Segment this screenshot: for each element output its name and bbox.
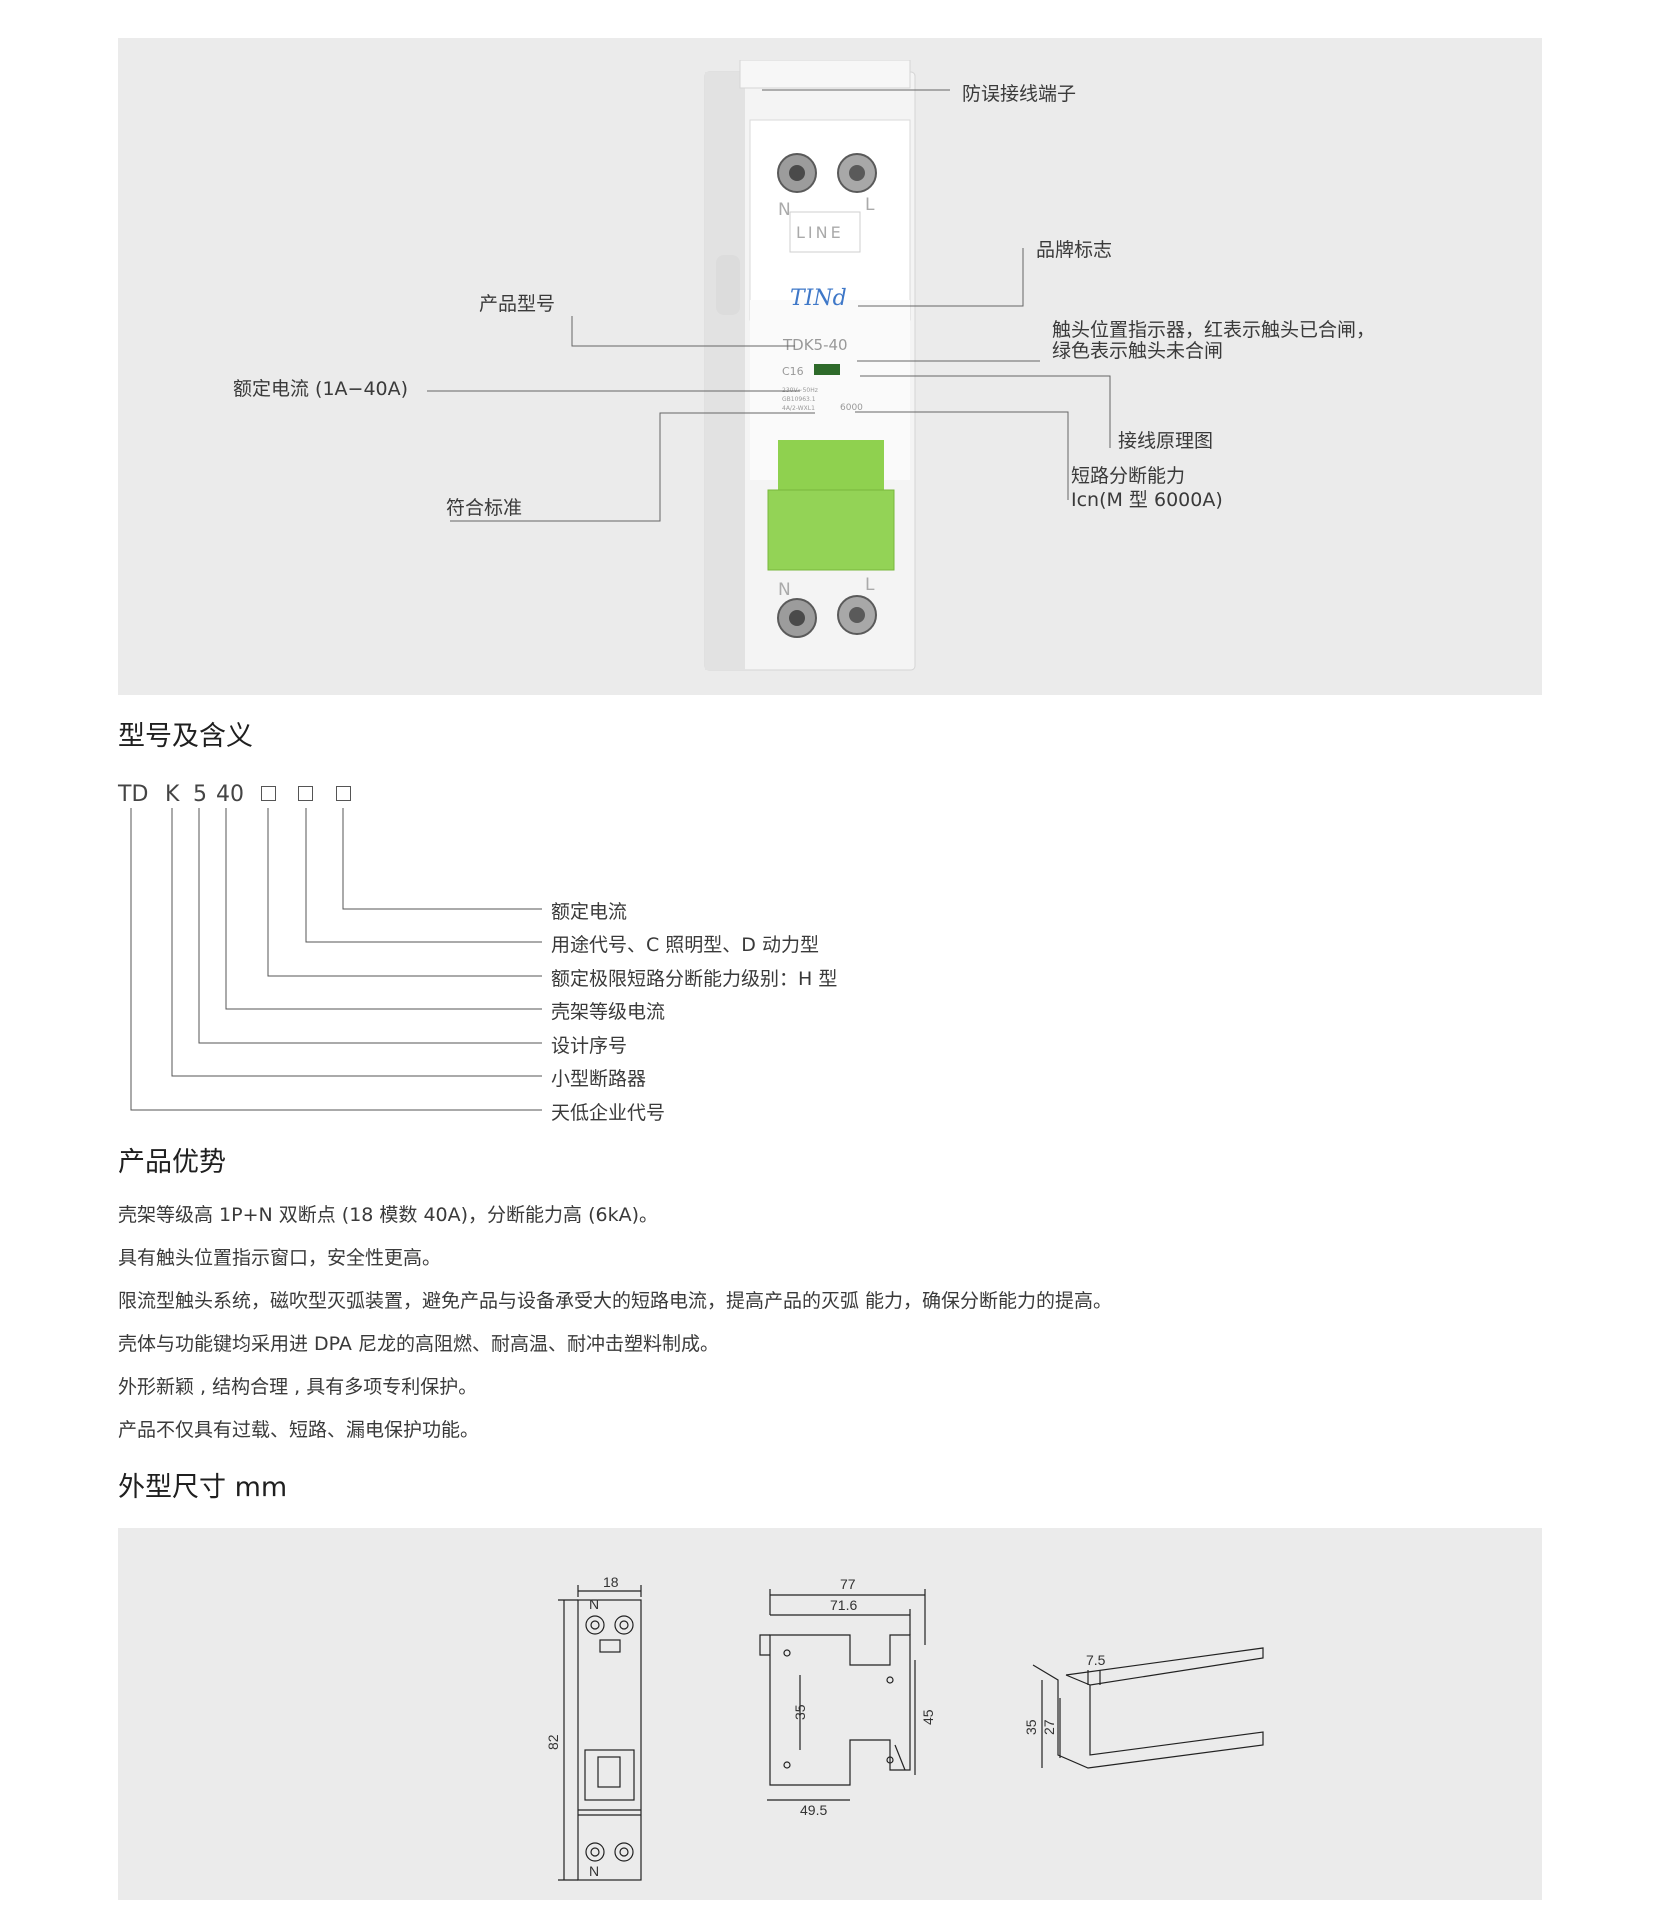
legend-company-code: 天低企业代号 xyxy=(551,1102,666,1124)
callout-brand: 品牌标志 xyxy=(1036,239,1113,261)
advantage-item: 产品不仅具有过载、短路、漏电保护功能。 xyxy=(118,1419,480,1441)
dim-side-inner: 35 xyxy=(792,1704,808,1720)
callout-breaking-capacity: 短路分断能力 Icn(M 型 6000A) xyxy=(1071,464,1223,512)
dim-rail-inner: 27 xyxy=(1041,1719,1057,1735)
legend-usage-code: 用途代号、C 照明型、D 动力型 xyxy=(551,934,819,956)
legend-rated-current: 额定电流 xyxy=(551,901,628,923)
advantage-item: 具有触头位置指示窗口，安全性更高。 xyxy=(118,1247,442,1269)
legend-breaking-class: 额定极限短路分断能力级别：H 型 xyxy=(551,968,838,990)
callout-rated-current: 额定电流 (1A−40A) xyxy=(233,378,409,400)
callout-indicator-line1: 触头位置指示器，红表示触头已合闸， xyxy=(1052,319,1376,341)
current-label: C16 xyxy=(782,365,804,378)
callout-breaking-line1: 短路分断能力 xyxy=(1071,465,1186,487)
legend-frame-current: 壳架等级电流 xyxy=(551,1001,666,1023)
code-part-design: 5 xyxy=(193,782,207,807)
l-bottom-label: L xyxy=(865,575,875,595)
callout-terminal: 防误接线端子 xyxy=(962,83,1077,105)
advantage-item: 限流型触头系统，磁吹型灭弧装置，避免产品与设备承受大的短路电流，提高产品的灭弧 … xyxy=(118,1290,1113,1312)
din-rail-drawing: 7.5 35 27 xyxy=(1023,1647,1264,1769)
dim-front-n-bottom: N xyxy=(589,1863,599,1879)
code-part-type: K xyxy=(165,782,180,807)
switch-toggle xyxy=(767,489,895,571)
code-box-usage xyxy=(298,786,313,801)
model-section-title: 型号及含义 xyxy=(118,721,253,752)
n-top-label: N xyxy=(778,200,791,220)
dim-side-depth: 71.6 xyxy=(830,1597,857,1613)
callout-indicator-line2: 绿色表示触头未合闸 xyxy=(1052,340,1224,362)
position-indicator xyxy=(814,364,840,375)
dim-side-base: 49.5 xyxy=(800,1802,827,1818)
callout-standard: 符合标准 xyxy=(446,497,523,519)
dim-side-overall: 77 xyxy=(840,1576,856,1592)
breaker-illustration: N L LINE TINd TDK5-40 C16 230V~50Hz GB10… xyxy=(704,60,916,671)
model-label: TDK5-40 xyxy=(782,336,848,354)
dim-front-height: 82 xyxy=(548,1734,561,1750)
brand-logo: TINd xyxy=(790,286,847,311)
spec-line-2: GB10963.1 xyxy=(782,396,816,403)
side-view-drawing: 77 71.6 35 45 49.5 xyxy=(759,1576,936,1818)
legend-breaker-type: 小型断路器 xyxy=(551,1068,647,1090)
callout-indicator: 触头位置指示器，红表示触头已合闸， 绿色表示触头未合闸 xyxy=(1052,320,1375,362)
capacity-label: 6000 xyxy=(840,403,863,413)
dimensions-panel xyxy=(118,1528,1542,1900)
dimensions-title: 外型尺寸 mm xyxy=(118,1472,288,1503)
advantage-item: 外形新颖 , 结构合理 , 具有多项专利保护。 xyxy=(118,1376,478,1398)
advantages-title: 产品优势 xyxy=(118,1147,226,1178)
front-view-drawing: 18 82 N N xyxy=(548,1575,642,1881)
dim-rail-lip: 7.5 xyxy=(1086,1652,1106,1668)
model-code-tree xyxy=(130,808,542,1111)
advantage-item: 壳架等级高 1P+N 双断点 (18 模数 40A)，分断能力高 (6kA)。 xyxy=(118,1204,659,1226)
dim-side-rail: 45 xyxy=(920,1709,936,1725)
spec-line-3: 4A/2-WXL1 xyxy=(782,405,815,412)
callout-model: 产品型号 xyxy=(479,293,556,315)
dim-front-n-top: N xyxy=(589,1596,599,1612)
code-part-company: TD xyxy=(118,782,149,807)
advantage-item: 壳体与功能键均采用进 DPA 尼龙的高阻燃、耐高温、耐冲击塑料制成。 xyxy=(118,1333,719,1355)
callout-wiring: 接线原理图 xyxy=(1118,430,1214,452)
callout-lines xyxy=(427,89,1111,522)
code-box-breaking xyxy=(261,786,276,801)
code-box-current xyxy=(336,786,351,801)
callout-breaking-line2: Icn(M 型 6000A) xyxy=(1071,489,1223,511)
legend-design-number: 设计序号 xyxy=(551,1035,628,1057)
l-top-label: L xyxy=(865,195,875,215)
line-label: LINE xyxy=(796,223,844,242)
code-part-frame: 40 xyxy=(216,782,244,807)
dim-rail-outer: 35 xyxy=(1023,1719,1039,1735)
n-bottom-label: N xyxy=(778,580,791,600)
dim-front-width: 18 xyxy=(603,1575,619,1590)
